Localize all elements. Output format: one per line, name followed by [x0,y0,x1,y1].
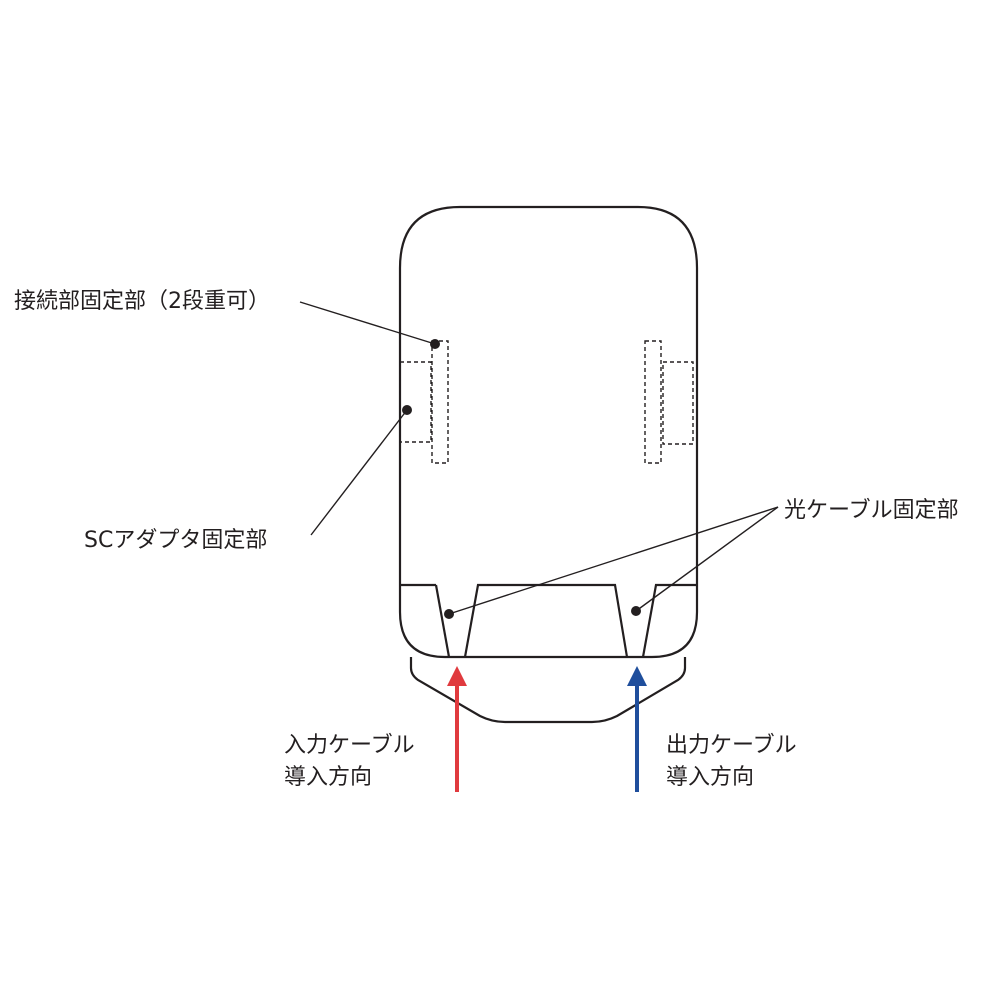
fix-center-block [463,583,629,658]
label-output-line2: 導入方向 [666,765,754,790]
enclosure-outline [398,205,699,659]
fix-slot-left [434,584,451,658]
label-input-line2: 導入方向 [284,765,372,790]
label-connector-fix: 接続部固定部（2段重可） [14,289,270,314]
leader-dots [402,339,641,619]
fix-slot-right [641,583,697,658]
sc-adapter-right [662,361,694,445]
dot-sc-adapter [402,405,412,415]
input-arrow-head [447,666,467,686]
label-output-line1: 出力ケーブル [666,733,797,758]
leader-connector [299,301,436,345]
connector-holder-right [644,340,662,464]
dashed-parts [399,340,694,464]
sc-adapter-left [399,361,432,443]
leader-lines [299,301,779,615]
input-arrow [447,666,467,792]
output-arrow [627,666,647,792]
dot-optical-right [631,606,641,616]
leader-optical-right [635,506,779,612]
bottom-tray [409,657,687,724]
dot-optical-left [444,609,454,619]
label-sc-adapter-fix: SCアダプタ固定部 [84,528,267,553]
enclosure [398,205,699,724]
connector-holder-left [431,340,449,464]
leader-sc-adapter [310,409,408,536]
label-input-line1: 入力ケーブル [284,733,415,758]
dot-connector [430,339,440,349]
label-optical-cable-fix: 光ケーブル固定部 [784,498,959,523]
leader-optical-left [448,506,779,615]
output-arrow-head [627,666,647,686]
